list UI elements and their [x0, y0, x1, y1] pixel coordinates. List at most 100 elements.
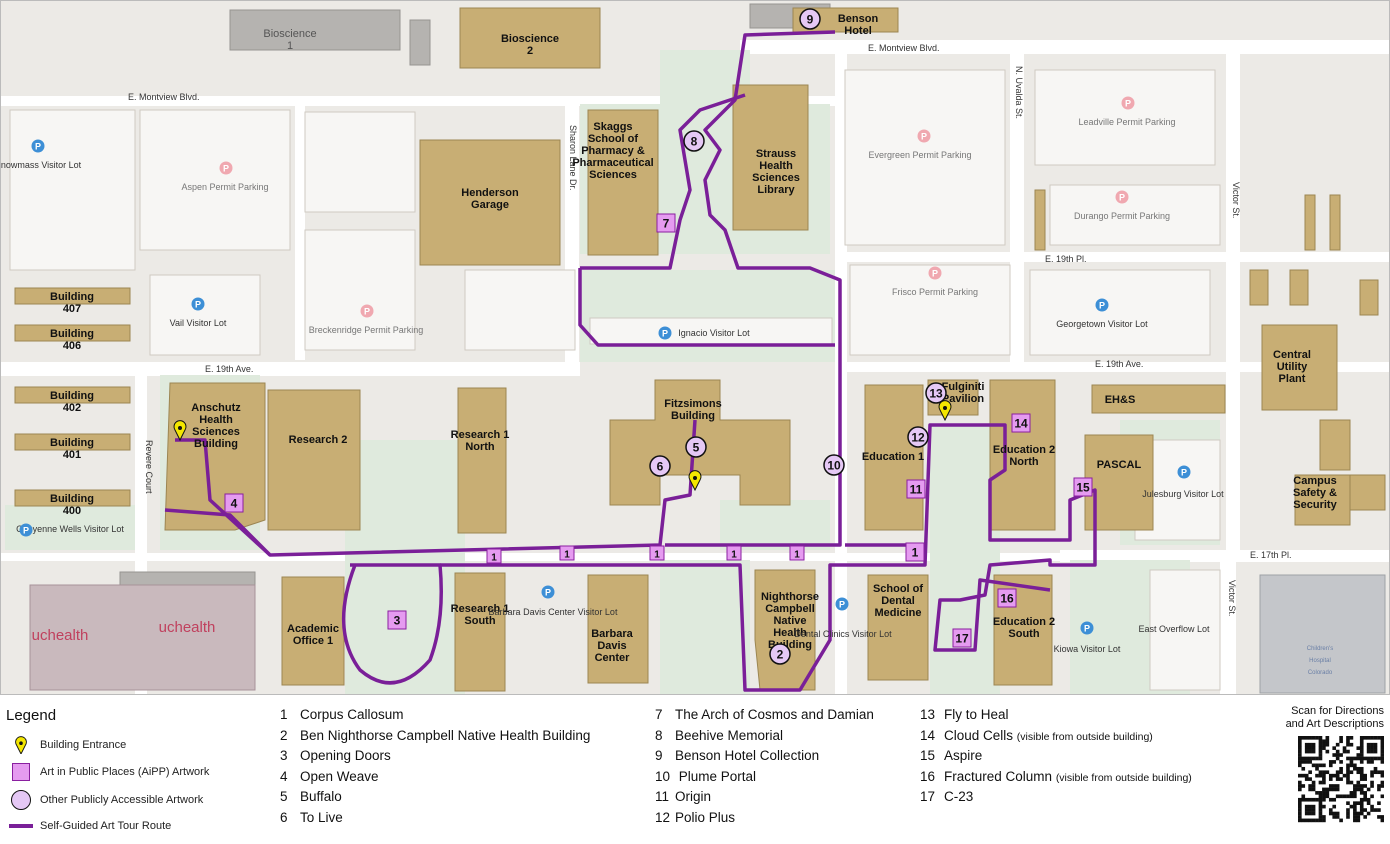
lot-julesburg: Julesburg Visitor Lot	[1142, 489, 1224, 499]
art-marker-13: 13	[925, 382, 947, 404]
campus-buildings	[14, 7, 1386, 692]
art-marker-11: 11	[906, 479, 926, 499]
qr-caption: Scan for Directions and Art Descriptions	[1285, 705, 1384, 730]
label-research2: Research 2	[289, 434, 348, 446]
art-marker-1: 1	[905, 542, 925, 562]
barbara-davis-shape	[587, 574, 649, 684]
art-marker-12: 12	[907, 426, 929, 448]
svg-text:11: 11	[910, 483, 923, 497]
svg-text:P: P	[364, 307, 370, 317]
lot-evergreen: Evergreen Permit Parking	[868, 150, 971, 160]
entrance-pins	[173, 400, 952, 492]
uchealth-hospital	[29, 584, 256, 691]
education2n-shape	[989, 379, 1056, 531]
art-marker-2: 2	[769, 643, 791, 665]
childrens-hospital	[1259, 574, 1386, 694]
academic-office-shape	[281, 576, 345, 686]
parking-lots	[9, 69, 1221, 691]
svg-text:1: 1	[731, 550, 737, 561]
svg-text:P: P	[195, 300, 201, 310]
street-montview-w: E. Montview Blvd.	[128, 92, 200, 102]
artwork-item[interactable]: 10 Plume Portal	[655, 768, 757, 784]
svg-text:P: P	[1099, 301, 1105, 311]
art-marker-1: 1	[486, 548, 502, 564]
lot-snowmass: Snowmass Visitor Lot	[0, 160, 82, 170]
svg-text:P: P	[662, 329, 668, 339]
entrance-pin-icon	[173, 420, 187, 442]
svg-text:P: P	[1119, 193, 1125, 203]
research2-shape	[267, 389, 361, 531]
art-marker-9: 9	[799, 8, 821, 30]
legend-route: Self-Guided Art Tour Route	[8, 816, 171, 836]
svg-text:P: P	[1084, 624, 1090, 634]
label-education1: Education 1	[862, 451, 924, 463]
svg-text:P: P	[545, 588, 551, 598]
lot-georgetown: Georgetown Visitor Lot	[1056, 319, 1148, 329]
svg-text:1: 1	[912, 546, 919, 560]
art-marker-1: 1	[726, 545, 742, 561]
strauss-building	[732, 84, 809, 231]
art-marker-3: 3	[387, 610, 407, 630]
henderson-garage-building	[419, 139, 561, 266]
art-marker-15: 15	[1073, 477, 1093, 497]
campus-map[interactable]: E. Montview Blvd. E. Montview Blvd. E. 1…	[0, 0, 1390, 695]
legend-other-label: Other Publicly Accessible Artwork	[40, 794, 204, 806]
svg-text:P: P	[1181, 468, 1187, 478]
building400-shape	[14, 489, 131, 507]
svg-text:17: 17	[955, 632, 969, 646]
art-marker-17: 17	[952, 628, 972, 648]
other-art-markers[interactable]: 2 5 6 8 9 10 12 13	[649, 8, 947, 665]
label-uchealth1: uchealth	[32, 627, 89, 644]
street-19th-ave-w: E. 19th Ave.	[205, 364, 253, 374]
street-19th-ave-e: E. 19th Ave.	[1095, 359, 1143, 369]
lot-vail: Vail Visitor Lot	[170, 318, 227, 328]
aipp-markers[interactable]: 1 1 1 1 1 1 3 4 7 11 14 15 16 17	[224, 213, 1093, 648]
legend-aipp: Art in Public Places (AiPP) Artwork	[8, 762, 209, 782]
bioscience2-building	[459, 7, 601, 69]
qr-code-icon[interactable]	[1298, 736, 1384, 828]
lot-breckenridge: Breckenridge Permit Parking	[309, 325, 424, 335]
lot-kiowa: Kiowa Visitor Lot	[1054, 644, 1121, 654]
research1n-shape	[457, 387, 507, 534]
art-marker-5: 5	[685, 436, 707, 458]
street-19th-pl: E. 19th Pl.	[1045, 254, 1087, 264]
art-marker-1: 1	[789, 545, 805, 561]
svg-text:9: 9	[807, 13, 814, 27]
lot-leadville: Leadville Permit Parking	[1078, 117, 1175, 127]
label-ehs: EH&S	[1105, 394, 1136, 406]
street-17th-pl: E. 17th Pl.	[1250, 550, 1292, 560]
label-pascal: PASCAL	[1097, 459, 1142, 471]
